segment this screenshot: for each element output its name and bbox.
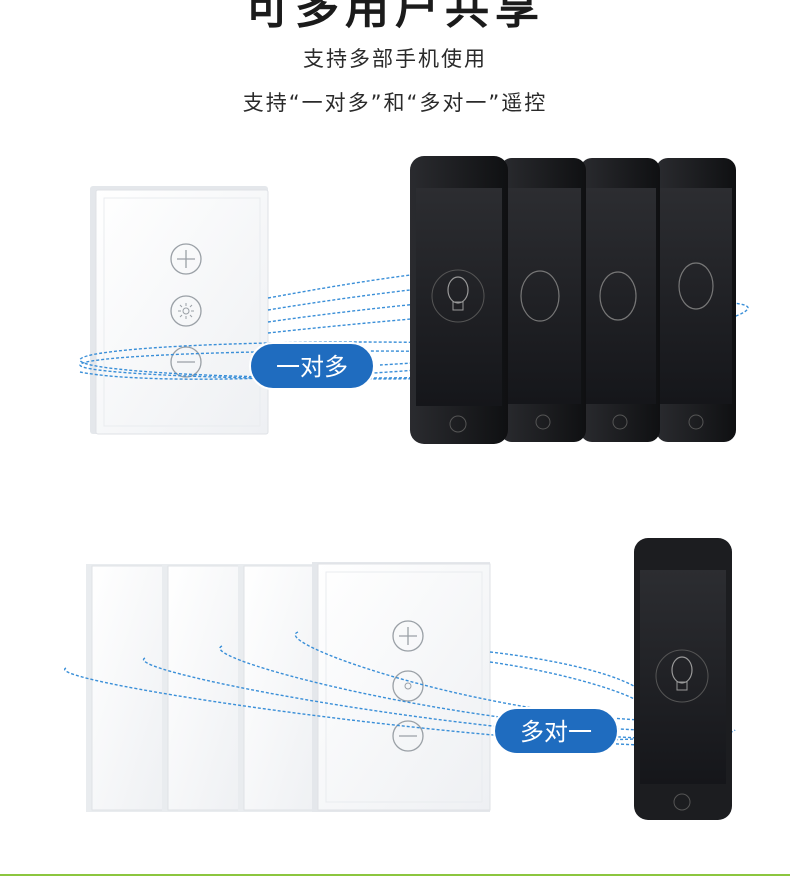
plus-icon: [392, 620, 424, 652]
one-to-many-illustration: 一对多: [79, 156, 749, 444]
many-to-one-illustration: 多对一: [63, 538, 736, 820]
phone-4: [656, 158, 736, 442]
badge-label: 一对多: [276, 353, 348, 381]
phone-2: [500, 158, 586, 442]
many-to-one-badge: 多对一: [493, 707, 619, 755]
phone-3: [580, 158, 660, 442]
plus-icon: [170, 243, 202, 275]
phone-group: [410, 156, 736, 444]
minus-icon: [170, 346, 202, 378]
switch-panel-front: [312, 562, 491, 812]
subtitle-multi-phone: 支持多部手机使用: [303, 47, 487, 71]
sun-icon: [170, 295, 202, 327]
minus-icon: [392, 720, 424, 752]
page-title: 可多用户共享: [245, 0, 545, 34]
subtitle-remote-modes: 支持“一对多”和“多对一”遥控: [242, 91, 548, 115]
footer-divider: [0, 874, 790, 876]
one-to-many-badge: 一对多: [249, 342, 375, 390]
switch-panel-back-3: [238, 564, 321, 812]
phone-single: [634, 538, 732, 820]
sun-icon: [392, 670, 424, 702]
switch-panel-back-2: [162, 564, 245, 812]
switch-panel: [90, 186, 269, 435]
phone-1: [410, 156, 508, 444]
bulb-icon: [431, 269, 485, 323]
switch-panel-back-1: [86, 564, 169, 812]
badge-label: 多对一: [520, 718, 592, 746]
switch-stack: [86, 562, 491, 812]
bulb-icon: [655, 649, 709, 703]
